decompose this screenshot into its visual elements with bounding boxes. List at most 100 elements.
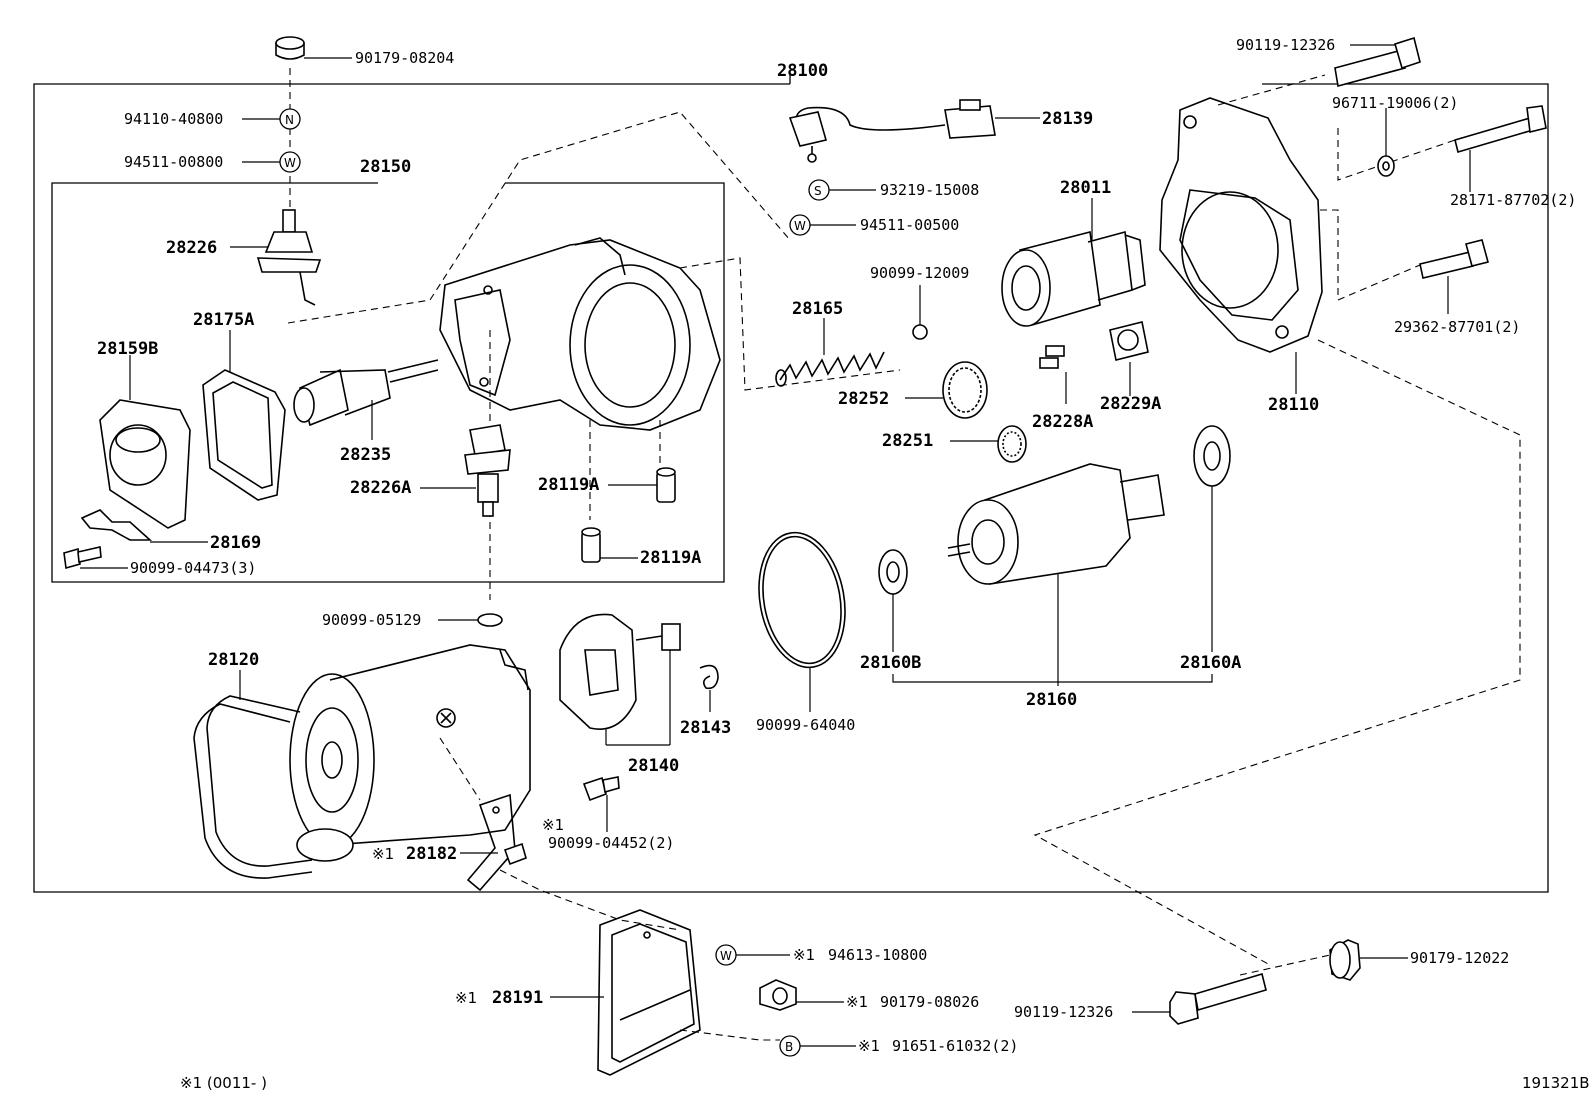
w-washer-94511-00500: W [789,214,856,236]
armature-28160 [947,463,1165,686]
gear-28251 [950,425,1027,463]
bracket-28191 [550,909,701,1076]
label-28160A: 28160A [1180,653,1241,673]
label-90179-12022: 90179-12022 [1410,949,1509,967]
ref-mark-94613: ※1 [793,946,815,964]
ref-mark-28191: ※1 [455,989,477,1007]
label-94110-40800: 94110-40800 [124,110,223,128]
label-28160B: 28160B [860,653,921,673]
gear-28252 [905,361,988,419]
label-28226: 28226 [166,238,217,258]
nut-90179-08026 [759,979,844,1011]
mark-n: N [285,113,294,127]
assembly-frame-28100 [33,72,1549,893]
ref-mark-90179-08026: ※1 [846,993,868,1011]
terminal-28226 [230,209,322,306]
mark-s: S [814,184,822,198]
bearing-28160A [1193,425,1231,652]
label-28169: 28169 [210,533,261,553]
bracket-28182 [460,793,527,892]
label-90099-04452: 90099-04452(2) [548,834,674,852]
label-28120: 28120 [208,650,259,670]
ref-mark-04452: ※1 [542,816,564,834]
plunger-28235 [293,359,439,440]
b-bolt-91651-61032: B [779,1035,856,1057]
label-90099-64040: 90099-64040 [756,716,855,734]
ref-mark-91651: ※1 [858,1037,880,1055]
mark-w-2: W [794,219,806,233]
nut-90179-12022 [1329,939,1408,981]
retainer-28229A [1109,321,1149,396]
label-90119-12326-bottom: 90119-12326 [1014,1003,1113,1021]
mark-w: W [284,156,296,170]
label-28140: 28140 [628,756,679,776]
cap-28119A-lower [581,527,638,563]
bolt-90119-12326-bottom [1132,972,1267,1025]
label-28229A: 28229A [1100,394,1161,414]
lead-wire-28139 [788,99,1040,163]
label-28252: 28252 [838,389,889,409]
label-28171-87702: 28171-87702(2) [1450,191,1576,209]
bolt-90099-04452 [582,776,620,832]
assembly-dashed-lines [287,68,1521,1041]
contact-plate-28169 [80,509,208,543]
label-28159B: 28159B [97,339,158,359]
solenoid-housing [439,237,721,431]
terminal-28226A [420,424,511,517]
ref-mark-28182: ※1 [372,845,394,863]
footnote: ※1 (0011- ) [180,1074,267,1092]
figure-id: 191321B [1522,1074,1590,1092]
label-90179-08026: 90179-08026 [880,993,979,1011]
s-washer-93219-15008: S [808,179,876,201]
o-ring-90099-64040 [758,531,846,712]
label-90179-08204: 90179-08204 [355,49,454,67]
label-28119A-lower: 28119A [640,548,701,568]
ball-90099-12009 [912,285,928,340]
label-28110: 28110 [1268,395,1319,415]
label-28150: 28150 [360,157,411,177]
label-96711-19006: 96711-19006(2) [1332,94,1458,112]
w-washer-94613-10800: W [715,944,790,966]
bolt-90119-12326-top [1334,36,1421,88]
label-90099-04473: 90099-04473(3) [130,559,256,577]
label-28226A: 28226A [350,478,411,498]
label-28182: 28182 [406,844,457,864]
label-94613-10800: 94613-10800 [828,946,927,964]
label-28119A-upper: 28119A [538,475,599,495]
bracket-line-28160 [892,674,1213,683]
label-28011: 28011 [1060,178,1111,198]
label-28139: 28139 [1042,109,1093,129]
label-28175A: 28175A [193,310,254,330]
label-29362-87701: 29362-87701(2) [1394,318,1520,336]
yoke-28120 [193,644,531,879]
n-nut-94110-40800: N [242,108,301,130]
cover-28159B [99,355,191,529]
seal-90099-05129 [438,613,503,627]
label-91651-61032: 91651-61032(2) [892,1037,1018,1055]
mark-b: B [785,1040,793,1054]
label-28191: 28191 [492,988,543,1008]
bolt-29362-87701 [1419,239,1489,314]
retainer-28228A [1039,345,1067,404]
label-28160: 28160 [1026,690,1077,710]
bearing-28160B [878,549,908,652]
clutch-28011 [1001,198,1146,327]
label-28143: 28143 [680,718,731,738]
label-90119-12326-top: 90119-12326 [1236,36,1335,54]
label-94511-00800: 94511-00800 [124,153,223,171]
washer-96711-19006 [1377,108,1395,177]
label-28228A: 28228A [1032,412,1093,432]
label-90099-05129: 90099-05129 [322,611,421,629]
spring-28143 [699,664,719,712]
label-90099-12009: 90099-12009 [870,264,969,282]
cap-28119A-upper [608,467,676,503]
mark-w-3: W [720,949,732,963]
nut-90179-08204 [275,36,352,60]
label-94511-00500: 94511-00500 [860,216,959,234]
subassembly-frame-28150 [51,182,725,583]
label-28235: 28235 [340,445,391,465]
screw-90099-04473 [63,546,128,570]
label-28251: 28251 [882,431,933,451]
label-93219-15008: 93219-15008 [880,181,979,199]
